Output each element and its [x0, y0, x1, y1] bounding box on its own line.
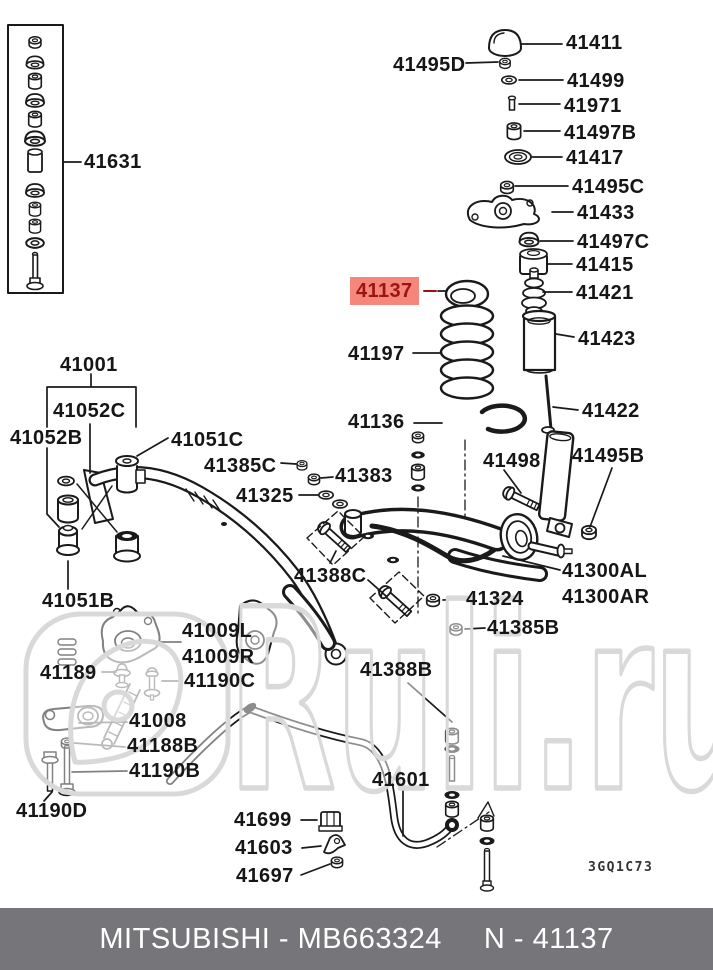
footer-bar: MITSUBISHI - MB663324 N - 41137 — [0, 908, 713, 970]
snap-ring-41136 — [479, 403, 528, 434]
torque-arm-41008 — [42, 704, 105, 732]
arm-front-bushing — [344, 509, 362, 537]
bushing-41052B — [56, 524, 80, 556]
nut-41495C — [499, 180, 515, 195]
lateral-rod-assembly — [56, 455, 348, 666]
diagram-code: 3GQ1C73 — [588, 860, 654, 875]
trailing-arm — [339, 507, 573, 582]
washer-41325 — [317, 490, 335, 500]
bushing-41051B — [113, 531, 141, 563]
strut-top-parts — [467, 29, 597, 541]
strut-mount-41433 — [467, 194, 540, 229]
bushing-41497B — [506, 122, 522, 141]
footer-ref: N - 41137 — [483, 922, 614, 955]
watermark: Ruli.ru — [23, 554, 713, 849]
nut-41385C — [296, 460, 308, 471]
bolt-41189 — [113, 663, 131, 689]
footer-brand-part: MITSUBISHI - MB663324 — [99, 922, 442, 955]
coil-spring-41197 — [439, 304, 495, 400]
bolt-41190C — [143, 667, 161, 701]
bolt-41498 — [500, 483, 542, 515]
pin-41971 — [507, 95, 517, 111]
bushing-upper — [57, 494, 79, 524]
bushing-41051C — [115, 455, 146, 494]
hub — [499, 512, 539, 562]
plate-group — [41, 605, 161, 797]
nut-41495B — [581, 524, 597, 541]
nut-41495D — [499, 57, 511, 70]
nut-41697 — [330, 856, 344, 869]
spring-seat-41137 — [444, 279, 490, 309]
stabilizer-group — [166, 702, 495, 892]
stabilizer-link-parts — [436, 727, 495, 892]
washer-41325b — [331, 499, 349, 509]
dust-cover-41423 — [521, 309, 557, 374]
cap-41411 — [488, 29, 522, 57]
nut-41383 — [307, 473, 321, 486]
clamp-41699 — [318, 811, 343, 832]
fasteners — [296, 431, 542, 636]
washer-41499 — [500, 75, 518, 85]
bracket-41603 — [323, 834, 346, 855]
bushing-41497C — [518, 231, 540, 248]
spring-pad-41415 — [519, 248, 548, 275]
knuckle-pieces — [235, 584, 336, 665]
shock-absorber-41422 — [537, 374, 575, 538]
watermark-text: Ruli.ru — [228, 556, 713, 847]
bolt-41190D — [41, 751, 59, 792]
stabilizer-link-kit-box — [7, 24, 64, 294]
ring-41417 — [504, 149, 532, 165]
spring-column — [439, 279, 528, 517]
